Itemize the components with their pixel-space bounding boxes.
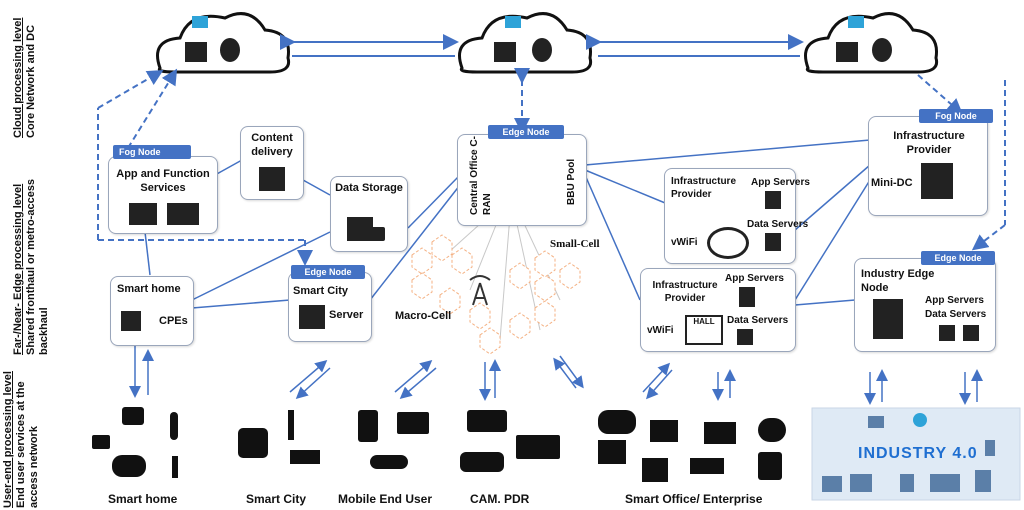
fog-left-title: App and Function Services [116, 168, 210, 194]
smart-city-label: Smart City [293, 285, 349, 297]
fog-node-badge: Fog Node [113, 145, 191, 159]
infra2-vwifi: vWiFi [647, 325, 674, 336]
server-label: Server [329, 309, 364, 321]
bbu-pool-label: BBU Pool [566, 158, 577, 205]
handtruck-icon [642, 458, 668, 482]
edge-node-badge: Edge Node [921, 251, 995, 265]
edge-node-badge: Edge Node [291, 265, 365, 279]
thermometer-icon [170, 412, 178, 440]
server-icon [765, 233, 781, 251]
storage-icon [347, 217, 373, 241]
server-icon [737, 329, 753, 345]
hall-icon: HALL [685, 315, 723, 345]
bottom-label-cam: CAM. PDR [470, 492, 530, 506]
hex-cells [411, 234, 581, 355]
shopping-bag-icon [758, 452, 782, 480]
streetlight-icon [288, 410, 294, 440]
server-icon [939, 325, 955, 341]
industry-data: Data Servers [925, 309, 987, 320]
basket-icon [704, 422, 736, 444]
infra1-title: Infrastructure Provider [671, 176, 737, 200]
lamp-icon [92, 435, 110, 449]
infrastructure-node-1: Infrastructure Provider App Servers Data… [664, 168, 810, 264]
bottom-label-smart-home: Smart home [108, 492, 178, 506]
datacenter-icon [921, 163, 953, 199]
edge-links [144, 139, 871, 309]
user-arrows [129, 345, 983, 405]
bottom-label-mobile: Mobile End User [338, 492, 433, 506]
smart-home-node: Smart home CPEs [110, 276, 194, 346]
infra1-app: App Servers [751, 177, 810, 188]
server-icon [259, 167, 285, 191]
user-level-label: User-end processing level End user servi… [2, 371, 40, 508]
industry-icons [822, 413, 995, 492]
headset-icon [758, 418, 786, 442]
plant-icon [172, 456, 178, 478]
money-icon [690, 458, 724, 474]
industry-app: App Servers [925, 295, 984, 306]
central-office-node: Edge Node Central Office C-RAN BBU Pool [457, 125, 587, 226]
dashed-links [97, 68, 1006, 266]
phone-icon [358, 410, 378, 442]
fog-node-right: Fog Node Infrastructure Provider Mini-DC [868, 109, 993, 216]
lock-icon [371, 227, 385, 241]
ambulance-icon [467, 410, 507, 432]
traffic-light-icon [238, 428, 268, 458]
cloud-left [156, 12, 291, 74]
central-office-label: Central Office C-RAN [469, 136, 493, 215]
infra2-app: App Servers [725, 273, 784, 284]
gear-server-icon [873, 299, 903, 339]
data-storage-node: Data Storage [330, 176, 408, 252]
fog-node-left: Fog Node App and Function Services [108, 145, 218, 234]
server-icon [129, 203, 157, 225]
stadium-icon [707, 227, 749, 259]
fog-node-badge: Fog Node [919, 109, 993, 123]
server-icon [739, 287, 755, 307]
smart-home-label: Smart home [117, 283, 181, 295]
industry-title: Industry Edge Node [861, 268, 935, 294]
server-icon [963, 325, 979, 341]
infra1-data: Data Servers [747, 219, 809, 230]
meeting-icon [598, 410, 636, 434]
infrastructure-node-2: Infrastructure Provider App Servers Data… [640, 268, 796, 352]
bottom-label-office: Smart Office/ Enterprise [625, 492, 763, 506]
mini-dc-label: Mini-DC [871, 177, 913, 189]
industry-edge-node: Edge Node Industry Edge Node App Servers… [854, 251, 996, 352]
chip-icon [121, 311, 141, 331]
cloud-right [804, 12, 939, 74]
server-icon [299, 305, 325, 329]
user-service-icons [92, 407, 786, 482]
content-delivery-label: Content delivery [251, 132, 293, 158]
server-icon [765, 191, 781, 209]
computer-icon [650, 420, 678, 442]
tablet-icon [397, 412, 429, 434]
data-storage-label: Data Storage [335, 182, 403, 194]
cctv-icon [290, 450, 320, 464]
cloud-level-label: Cloud processing level Core Network and … [12, 17, 37, 138]
bottom-label-smart-city: Smart City [246, 492, 307, 506]
vr-headset-icon [370, 455, 408, 469]
cloud-links [280, 34, 804, 57]
barchart-icon [598, 440, 626, 464]
fog-right-title: Infrastructure Provider [893, 130, 965, 156]
smart-city-node: Edge Node Smart City Server [288, 265, 372, 342]
truck-icon [516, 435, 560, 459]
edge-level-label: Far-/Near- Edge processing level Shared … [12, 178, 50, 355]
car-icon [460, 452, 504, 472]
infra2-title: Infrastructure Provider [652, 280, 718, 304]
cloud-center [458, 12, 593, 74]
server-icon [167, 203, 199, 225]
edge-node-badge: Edge Node [488, 125, 564, 139]
infra1-vwifi: vWiFi [671, 237, 698, 248]
gamepad-icon [112, 455, 146, 477]
alarm-icon [122, 407, 144, 425]
industry-banner: INDUSTRY 4.0 [858, 445, 978, 462]
cell-tower-icon [469, 275, 491, 306]
infra2-data: Data Servers [727, 315, 789, 326]
content-delivery-node: Content delivery [240, 126, 304, 200]
cpes-label: CPEs [159, 315, 188, 327]
small-cell-label: Small-Cell [550, 238, 600, 250]
macro-cell-label: Macro-Cell [395, 310, 452, 322]
